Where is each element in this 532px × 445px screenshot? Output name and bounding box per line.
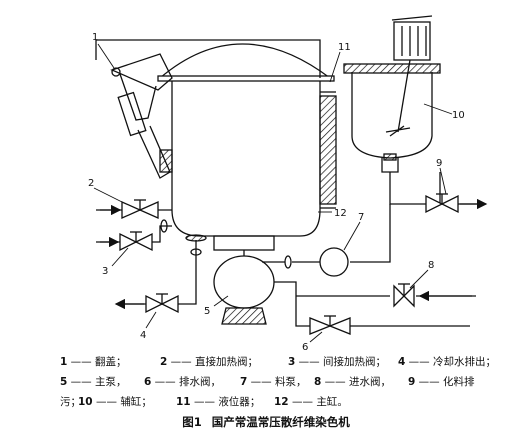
legend-item-6: 6 —— 排水阀， bbox=[144, 376, 221, 388]
callout-6: 6 bbox=[302, 342, 308, 350]
level-gauge bbox=[319, 95, 337, 205]
legend-item-8: 8 —— 进水阀， bbox=[314, 376, 391, 388]
valve-cooling-outlet bbox=[145, 293, 179, 314]
callout-5: 5 bbox=[204, 306, 210, 317]
callout-12: 12 bbox=[334, 208, 347, 219]
main-vessel bbox=[171, 77, 321, 237]
main-pump bbox=[213, 255, 275, 309]
lid-hinge-arm bbox=[110, 53, 173, 91]
legend-item-7: 7 —— 料泵， bbox=[240, 376, 307, 388]
callout-11: 11 bbox=[338, 42, 351, 53]
legend: 1 —— 翻盖； 2 —— 直接加热阀； 3 —— 间接加热阀； 4 —— 冷却… bbox=[0, 352, 532, 412]
callout-10: 10 bbox=[452, 110, 465, 121]
valve-drain bbox=[309, 315, 351, 335]
valve-indirect-heating bbox=[119, 231, 153, 252]
callout-7: 7 bbox=[358, 212, 364, 223]
legend-item-9-cont: 污； bbox=[60, 396, 81, 408]
legend-item-9: 9 —— 化料排 bbox=[408, 376, 475, 388]
callout-4: 4 bbox=[140, 330, 146, 341]
figure-number: 图1 bbox=[182, 415, 202, 429]
legend-item-12: 12 —— 主缸。 bbox=[274, 396, 348, 408]
legend-row-1: 1 —— 翻盖； 2 —— 直接加热阀； 3 —— 间接加热阀； 4 —— 冷却… bbox=[0, 352, 532, 372]
legend-item-2: 2 —— 直接加热阀； bbox=[160, 356, 258, 368]
figure-caption: 图1 国产常温常压散纤维染色机 bbox=[0, 414, 532, 430]
legend-item-4: 4 —— 冷却水排出； bbox=[398, 356, 496, 368]
stirrer-motor bbox=[393, 21, 431, 61]
valve-direct-heating bbox=[121, 199, 159, 220]
callout-9: 9 bbox=[436, 158, 442, 169]
legend-item-10: 10 —— 辅缸； bbox=[78, 396, 152, 408]
valve-water-inlet bbox=[393, 283, 415, 308]
chemical-pump bbox=[319, 247, 349, 277]
auxiliary-tank bbox=[351, 72, 433, 159]
callout-3: 3 bbox=[102, 266, 108, 277]
vessel-bottom-outlet bbox=[213, 235, 275, 251]
legend-item-11: 11 —— 液位器； bbox=[176, 396, 261, 408]
legend-row-3: 污； 10 —— 辅缸； 11 —— 液位器； 12 —— 主缸。 bbox=[0, 392, 532, 412]
legend-row-2: 5 —— 主泵， 6 —— 排水阀， 7 —— 料泵， 8 —— 进水阀， 9 … bbox=[0, 372, 532, 392]
legend-item-5: 5 —— 主泵， bbox=[60, 376, 127, 388]
figure-title: 国产常温常压散纤维染色机 bbox=[211, 415, 350, 429]
vessel-dome bbox=[159, 43, 331, 79]
callout-1: 1 bbox=[92, 32, 98, 43]
dyeing-machine-diagram: 1 2 3 4 5 6 7 8 9 10 11 12 bbox=[88, 15, 488, 350]
callout-8: 8 bbox=[428, 260, 434, 271]
legend-item-1: 1 —— 翻盖； bbox=[60, 356, 127, 368]
legend-item-3: 3 —— 间接加热阀； bbox=[288, 356, 386, 368]
valve-chemical-drain bbox=[425, 193, 459, 214]
callout-2: 2 bbox=[88, 178, 94, 189]
